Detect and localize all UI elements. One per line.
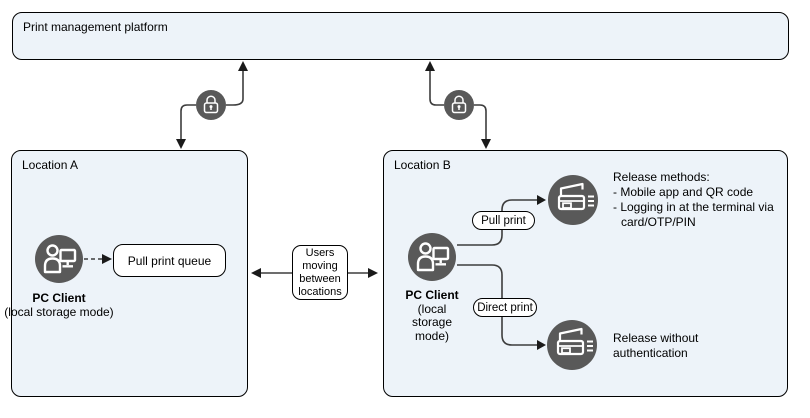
- pc-client-a-caption: PC Client (local storage mode): [2, 291, 116, 319]
- lock-icon: [196, 90, 226, 120]
- location-a-label: Location A: [22, 158, 79, 172]
- release-method-item: - Logging in at the terminal via card/OT…: [613, 200, 774, 229]
- pc-client-b-caption: PC Client (local storage mode): [400, 288, 464, 343]
- pull-print-label: Pull print: [481, 214, 526, 227]
- connector-platform-to-location-b: [474, 104, 487, 139]
- pc-client-b-title: PC Client: [405, 288, 459, 302]
- release-methods-title: Release methods:: [613, 170, 710, 184]
- pull-print-queue-label: Pull print queue: [127, 253, 212, 268]
- pc-client-a-subtitle: (local storage mode): [4, 304, 114, 319]
- users-moving-box: Users moving between locations: [292, 245, 348, 300]
- platform-title: Print management platform: [23, 20, 168, 34]
- printer-icon: [548, 175, 598, 225]
- lock-icon: [444, 90, 474, 120]
- release-methods-note: Release methods: - Mobile app and QR cod…: [613, 170, 793, 230]
- pc-client-b-subtitle: (local storage mode): [411, 301, 453, 343]
- pc-client-icon: [35, 235, 83, 283]
- printer-icon: [547, 320, 597, 370]
- pc-client-a-title: PC Client: [32, 291, 86, 305]
- connector-location-b-to-platform: [429, 70, 444, 106]
- direct-print-label: Direct print: [477, 301, 533, 314]
- release-method-item: - Mobile app and QR code: [613, 185, 754, 199]
- location-b-label: Location B: [394, 158, 451, 172]
- print-management-platform-panel: Print management platform: [12, 12, 789, 60]
- pull-print-pill: Pull print: [472, 211, 535, 230]
- release-without-auth-note: Release without authentication: [613, 331, 699, 360]
- direct-print-pill: Direct print: [473, 298, 537, 317]
- pc-client-icon: [408, 233, 456, 281]
- connector-location-a-to-platform: [226, 70, 244, 106]
- pull-print-queue-box: Pull print queue: [113, 244, 226, 277]
- connector-platform-to-location-a: [180, 104, 196, 139]
- users-moving-label: Users moving between locations: [298, 246, 342, 298]
